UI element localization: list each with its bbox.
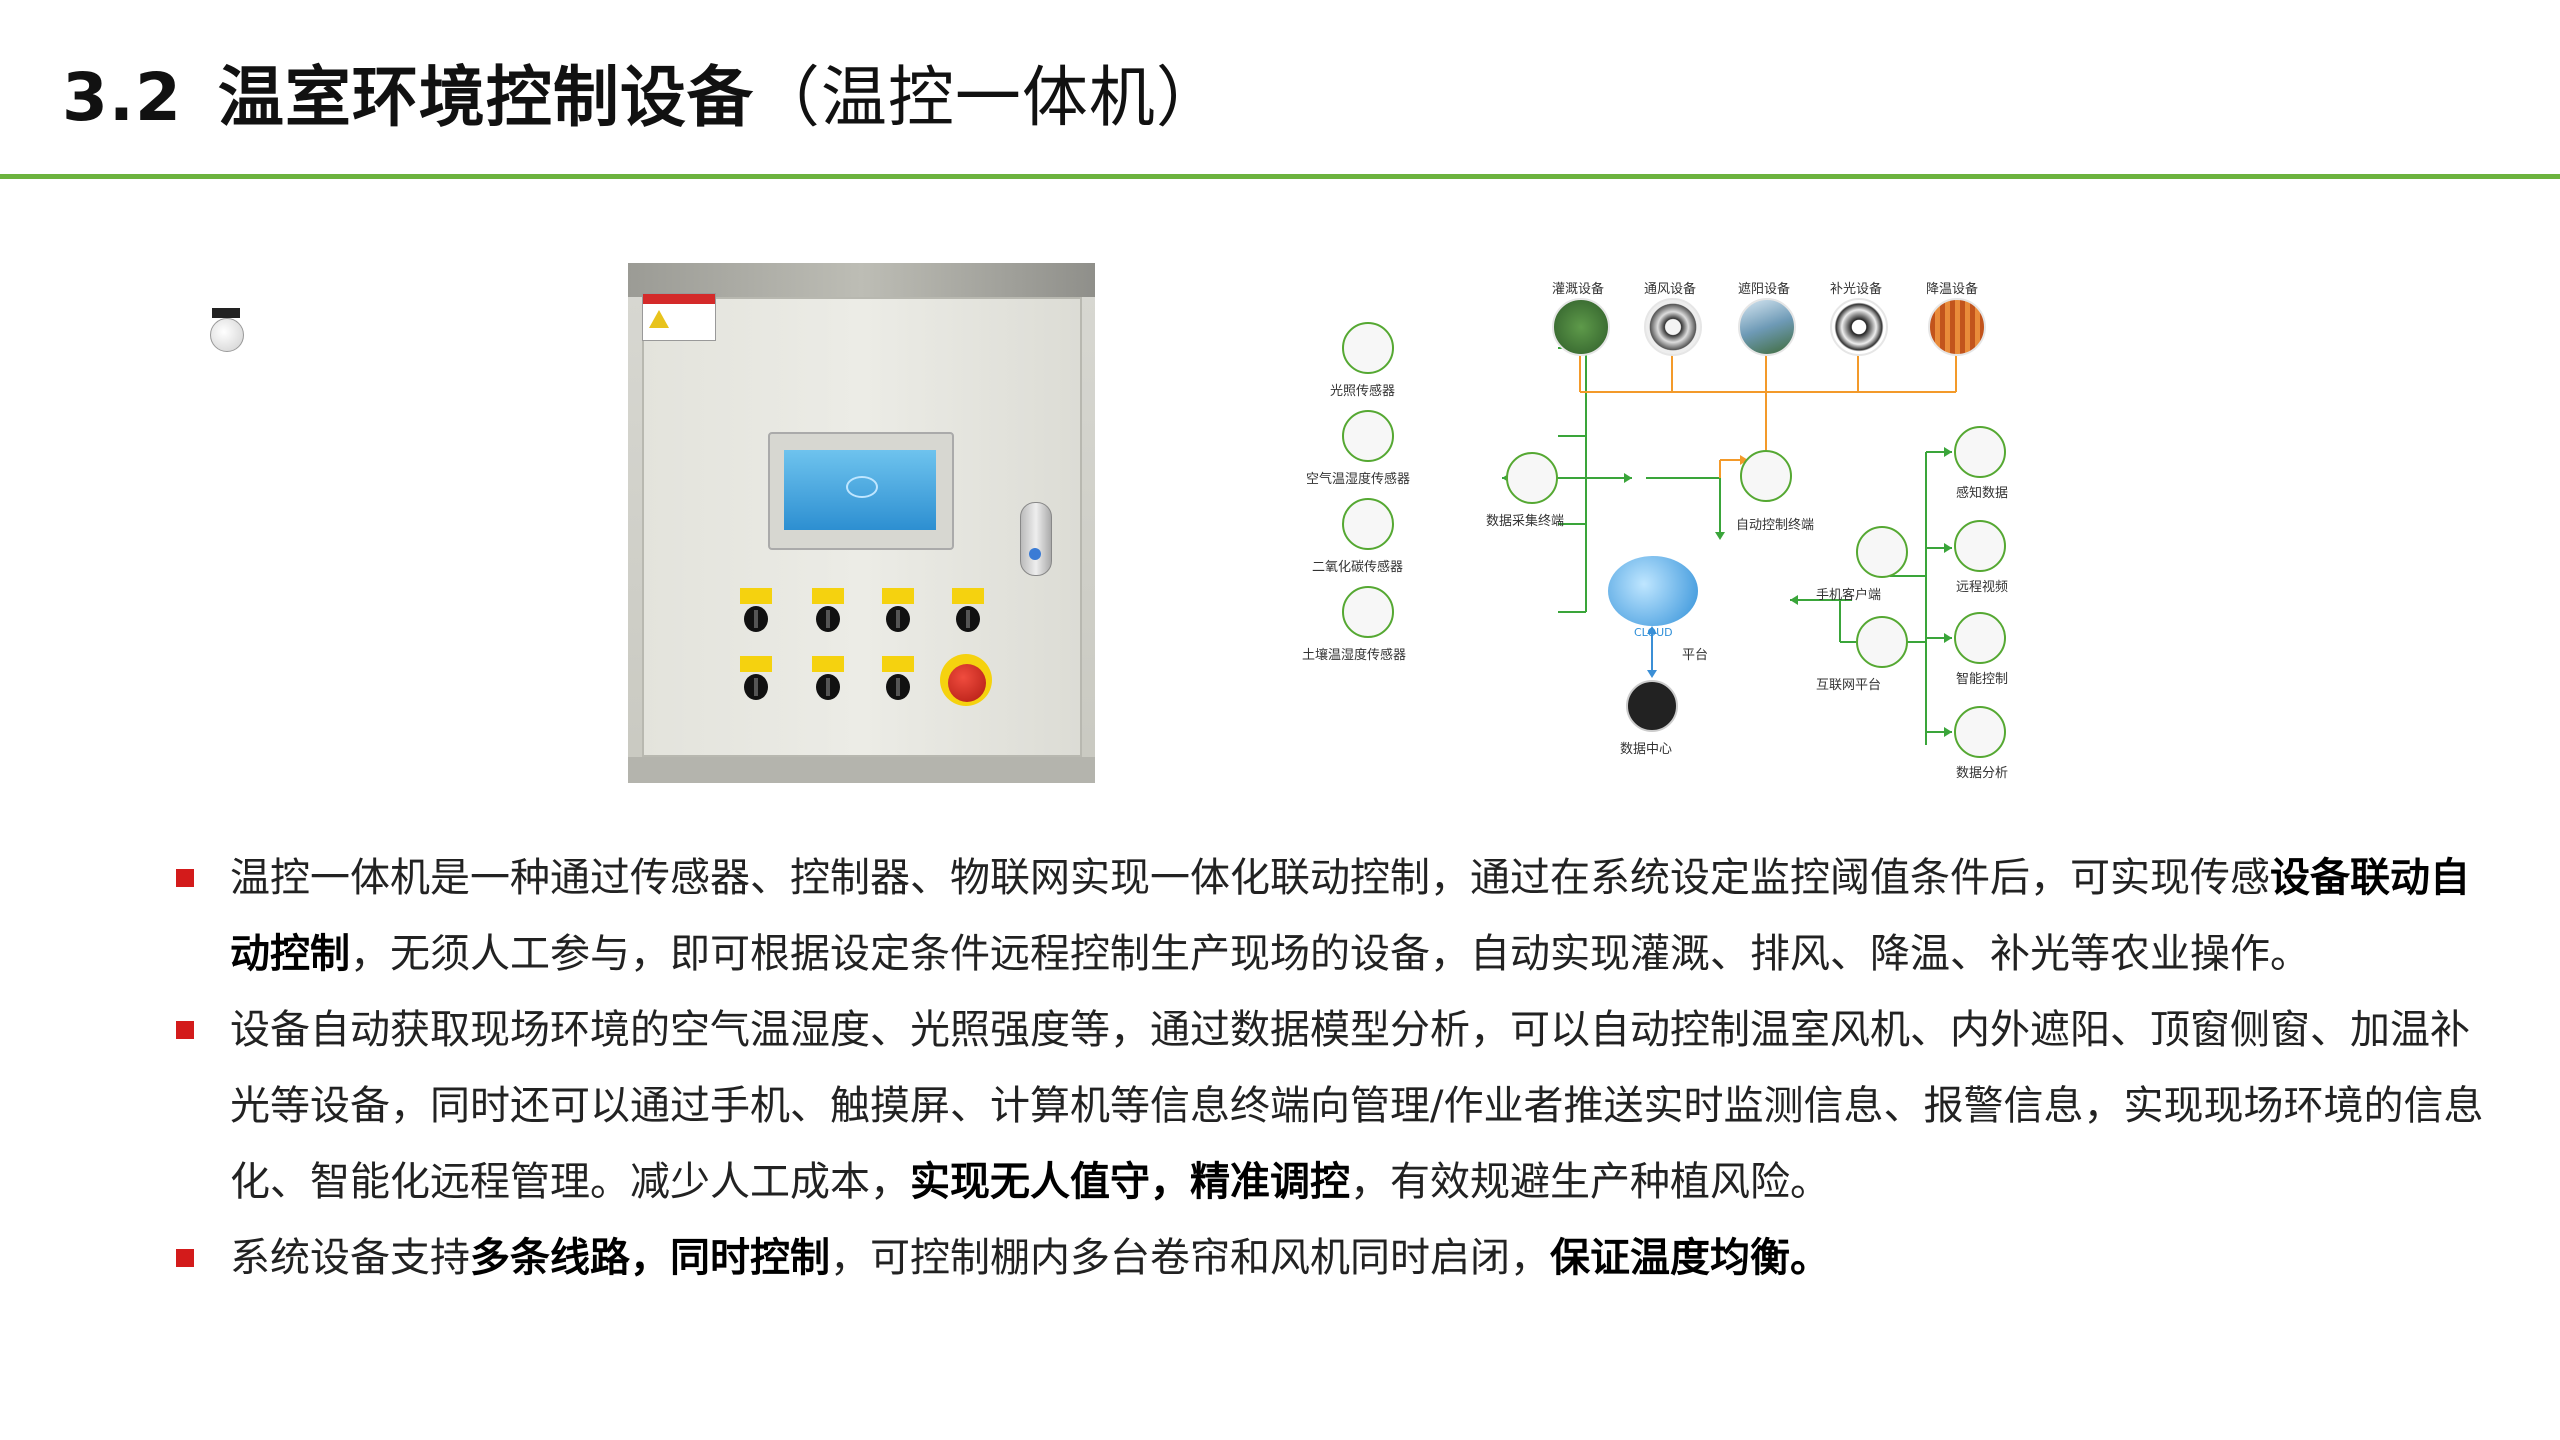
door-lock-icon	[1029, 548, 1041, 560]
shading-device-icon	[1738, 298, 1796, 356]
cabinet-base	[628, 757, 1095, 783]
ventilation-fan-icon	[1644, 298, 1702, 356]
selector-switch-icon	[952, 588, 984, 636]
selector-switch-icon	[812, 588, 844, 636]
data-center-icon	[1626, 680, 1678, 732]
irrigation-device-icon	[1552, 298, 1610, 356]
title-main: 温室环境控制设备	[217, 59, 754, 136]
data-collector-icon	[1506, 452, 1558, 504]
light-sensor-icon	[1342, 322, 1394, 374]
cloud-platform-icon	[1608, 556, 1698, 626]
bullet-item: 温控一体机是一种通过传感器、控制器、物联网实现一体化联动控制，通过在系统设定监控…	[176, 840, 2486, 992]
co2-sensor-icon	[1342, 498, 1394, 550]
function-label: 数据分析	[1956, 766, 2009, 781]
selector-switch-icon	[740, 588, 772, 636]
data-center-label: 数据中心	[1620, 742, 1673, 757]
output-device-label: 遮阳设备	[1738, 282, 1791, 297]
data-analysis-icon	[1954, 706, 2006, 758]
cloud-badge: CLOUD	[1634, 626, 1673, 639]
emergency-stop-icon	[948, 664, 986, 702]
indicator-lamp-icon	[210, 318, 244, 352]
selector-switch-icon	[812, 656, 844, 704]
output-device-label: 降温设备	[1926, 282, 1979, 297]
bullet-item: 系统设备支持多条线路，同时控制，可控制棚内多台卷帘和风机同时启闭，保证温度均衡。	[176, 1220, 2486, 1296]
remote-video-icon	[1954, 520, 2006, 572]
function-label: 智能控制	[1956, 672, 2009, 687]
sensor-label: 土壤温湿度传感器	[1302, 648, 1407, 663]
section-number: 3.2	[62, 59, 182, 136]
bullet-list: 温控一体机是一种通过传感器、控制器、物联网实现一体化联动控制，通过在系统设定监控…	[176, 840, 2486, 1296]
door-handle-icon	[1020, 502, 1052, 576]
selector-switch-icon	[882, 656, 914, 704]
data-collector-label: 数据采集终端	[1486, 514, 1565, 529]
selector-switch-icon	[882, 588, 914, 636]
air-temp-humidity-sensor-icon	[1342, 410, 1394, 462]
control-cabinet-photo	[628, 263, 1095, 783]
smart-control-icon	[1954, 612, 2006, 664]
mobile-client-label: 手机客户端	[1816, 588, 1882, 603]
cooling-pad-icon	[1928, 298, 1986, 356]
page-title: 3.2 温室环境控制设备（温控一体机）	[62, 44, 1223, 140]
sensor-label: 二氧化碳传感器	[1312, 560, 1404, 575]
grow-light-icon	[1830, 298, 1888, 356]
mobile-client-icon	[1856, 526, 1908, 578]
cabinet-door	[642, 297, 1082, 757]
system-architecture-diagram: 灌溉设备 通风设备 遮阳设备 补光设备 降温设备 光照传感器 空气温湿度传感器 …	[1290, 270, 2050, 800]
indicator-lamp-cap	[212, 308, 240, 318]
bullet-item: 设备自动获取现场环境的空气温湿度、光照强度等，通过数据模型分析，可以自动控制温室…	[176, 992, 2486, 1220]
function-label: 远程视频	[1956, 580, 2009, 595]
sensor-label: 空气温湿度传感器	[1306, 472, 1411, 487]
function-label: 感知数据	[1956, 486, 2009, 501]
hmi-screen	[784, 450, 936, 530]
output-device-label: 灌溉设备	[1552, 282, 1605, 297]
sensor-label: 光照传感器	[1330, 384, 1396, 399]
auto-control-label: 自动控制终端	[1736, 518, 1815, 533]
selector-switch-icon	[740, 656, 772, 704]
sensing-data-icon	[1954, 426, 2006, 478]
internet-platform-icon	[1856, 616, 1908, 668]
internet-platform-label: 互联网平台	[1816, 678, 1882, 693]
auto-control-terminal-icon	[1740, 450, 1792, 502]
touchscreen-hmi	[768, 432, 954, 550]
output-device-label: 补光设备	[1830, 282, 1883, 297]
title-sub: （温控一体机）	[753, 59, 1223, 136]
warning-label-icon	[642, 293, 716, 341]
cabinet-top	[628, 263, 1095, 297]
soil-sensor-icon	[1342, 586, 1394, 638]
title-divider	[0, 174, 2560, 179]
platform-label: 平台	[1682, 648, 1709, 663]
hmi-logo-icon	[846, 476, 878, 498]
output-device-label: 通风设备	[1644, 282, 1697, 297]
